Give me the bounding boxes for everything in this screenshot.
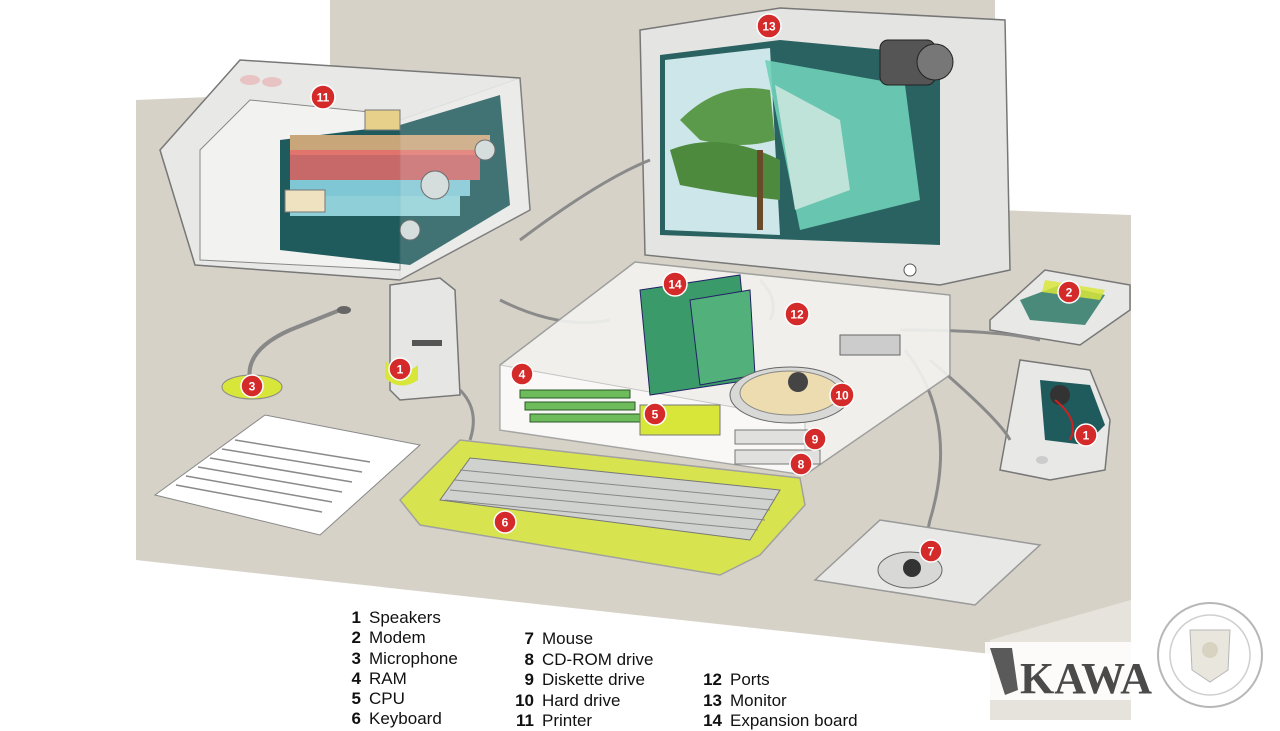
- keyboard: [398, 439, 806, 576]
- badge-cpu: 5: [643, 402, 667, 426]
- svg-text:8: 8: [798, 458, 805, 472]
- svg-text:7: 7: [928, 545, 935, 559]
- svg-text:6: 6: [502, 516, 509, 530]
- monitor: [639, 7, 1011, 286]
- svg-text:4: 4: [519, 368, 526, 382]
- badge-printer: 11: [310, 84, 336, 110]
- printer: [159, 59, 531, 281]
- badge-ports: 12: [784, 301, 810, 327]
- svg-text:10: 10: [835, 389, 849, 403]
- badge-microphone: 3: [240, 374, 264, 398]
- badge-speaker-left: 1: [388, 357, 412, 381]
- svg-text:13: 13: [762, 20, 776, 34]
- svg-text:12: 12: [790, 308, 804, 322]
- svg-text:1: 1: [1083, 429, 1090, 443]
- badge-monitor: 13: [756, 13, 782, 39]
- kawa-logo: KAWA: [985, 642, 1152, 703]
- badge-speaker-right: 1: [1074, 423, 1098, 447]
- badge-mouse: 7: [919, 539, 943, 563]
- modem: [989, 269, 1131, 346]
- badge-expansion: 14: [662, 271, 688, 297]
- svg-text:1: 1: [397, 363, 404, 377]
- university-seal: [1157, 602, 1263, 708]
- svg-text:9: 9: [812, 433, 819, 447]
- svg-text:2: 2: [1066, 286, 1073, 300]
- left-speaker: [385, 277, 461, 401]
- paper-sheet: [153, 414, 422, 536]
- badge-harddrive: 10: [829, 382, 855, 408]
- system-unit: [499, 261, 951, 476]
- svg-text:14: 14: [668, 278, 682, 292]
- svg-text:5: 5: [652, 408, 659, 422]
- badge-keyboard: 6: [493, 510, 517, 534]
- svg-text:11: 11: [317, 91, 330, 105]
- badge-cdrom: 8: [789, 452, 813, 476]
- right-speaker: [999, 359, 1111, 481]
- badge-ram: 4: [510, 362, 534, 386]
- svg-text:3: 3: [249, 380, 256, 394]
- badge-diskette: 9: [803, 427, 827, 451]
- badge-modem: 2: [1057, 280, 1081, 304]
- svg-text:KAWA: KAWA: [1020, 654, 1152, 703]
